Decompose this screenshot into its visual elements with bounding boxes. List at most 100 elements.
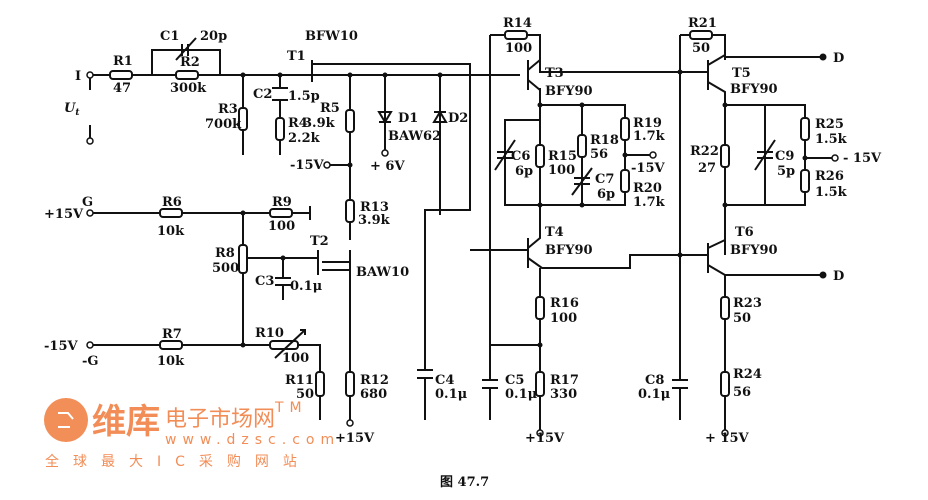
- component-label: 6p: [515, 164, 533, 179]
- component-label: T5: [732, 66, 751, 81]
- label-supply: +15V: [44, 207, 84, 222]
- component-label: 5p: [777, 164, 795, 179]
- component-label: 330: [550, 387, 577, 402]
- component-label: 56: [590, 147, 608, 162]
- resistor-r12: [345, 371, 355, 397]
- resistor-r18: [577, 134, 587, 158]
- component-label: 100: [550, 311, 577, 326]
- terminals: [86, 53, 839, 437]
- capacitor-c5: [482, 379, 498, 389]
- capacitor-c3: [275, 277, 291, 286]
- component-label: BFY90: [545, 84, 593, 99]
- component-label: BFW10: [305, 29, 358, 44]
- component-label: D1: [398, 111, 418, 126]
- component-label: 700k: [205, 117, 242, 132]
- terminal-d-bottom[interactable]: [819, 271, 827, 279]
- terminal-i[interactable]: [86, 71, 94, 79]
- component-label: 0.1μ: [505, 387, 538, 402]
- component-label: R13: [360, 200, 389, 215]
- component-label: R21: [688, 16, 717, 31]
- watermark-circuit-icon: [44, 398, 88, 442]
- resistor-r6: [159, 208, 183, 218]
- label-g: G: [82, 195, 93, 210]
- component-label: 680: [360, 387, 387, 402]
- component-label: T3: [545, 66, 564, 81]
- terminal-d-top[interactable]: [819, 53, 827, 61]
- label-supply: - 15V: [843, 151, 882, 166]
- label-supply: -15V: [290, 158, 324, 173]
- label-d: D: [833, 269, 844, 284]
- resistor-r15: [535, 144, 545, 168]
- component-label: C4: [435, 373, 454, 388]
- component-label: R6: [162, 195, 182, 210]
- component-label: R12: [360, 373, 389, 388]
- component-label: R5: [320, 101, 340, 116]
- component-label: 50: [692, 41, 710, 56]
- resistor-r23: [720, 296, 730, 320]
- label-supply: +15V: [525, 431, 565, 446]
- label-supply: + 15V: [705, 431, 750, 446]
- component-label: R11: [285, 373, 314, 388]
- terminal-neg-g[interactable]: [86, 341, 94, 349]
- component-label: 0.1μ: [290, 279, 323, 294]
- capacitor-c6: [494, 139, 516, 175]
- resistor-r2: [175, 70, 199, 80]
- component-label: R14: [503, 16, 532, 31]
- component-label: R20: [633, 181, 662, 196]
- component-label: R15: [548, 149, 577, 164]
- component-label: C2: [253, 87, 272, 102]
- component-label: www.dzsc.com: [165, 432, 340, 448]
- component-label: 500: [212, 261, 239, 276]
- resistor-r26: [800, 169, 810, 193]
- component-label: U: [64, 101, 76, 116]
- capacitor-c4: [417, 369, 433, 379]
- component-label: R24: [733, 367, 762, 382]
- terminal-g[interactable]: [86, 209, 94, 217]
- component-label: C1: [160, 29, 179, 44]
- component-label: R10: [255, 326, 284, 341]
- component-label: R8: [215, 246, 235, 261]
- component-label: 56: [733, 385, 751, 400]
- component-label: R26: [815, 169, 844, 184]
- resistor-r22: [720, 144, 730, 168]
- label-supply: -15V: [631, 161, 665, 176]
- label-supply: +15V: [335, 431, 375, 446]
- resistor-r11: [315, 371, 325, 397]
- label-supply: + 6V: [370, 159, 405, 174]
- labels: I Ut G +15V -15V -G D D -15V + 6V -15V -…: [44, 16, 882, 490]
- label-neg-g: -G: [82, 354, 99, 369]
- component-label: R7: [162, 327, 182, 342]
- component-label: 10k: [157, 224, 185, 239]
- component-label: 20p: [200, 29, 227, 44]
- junction-dots: [240, 69, 808, 348]
- component-label: T6: [735, 225, 754, 240]
- resistor-r14: [504, 30, 528, 40]
- resistor-r5: [345, 109, 355, 133]
- resistor-r3: [238, 107, 248, 131]
- component-label: R16: [550, 296, 579, 311]
- component-label: BFY90: [545, 243, 593, 258]
- component-label: 100: [548, 163, 575, 178]
- resistor-r7: [159, 340, 183, 350]
- watermark-logo: 维库 电子市场网 TM www.dzsc.com 全球最大IC采购网站: [44, 398, 340, 470]
- resistors: [109, 30, 810, 397]
- component-label: R22: [690, 144, 719, 159]
- component-label: 100: [505, 41, 532, 56]
- component-label: 6p: [597, 187, 615, 202]
- label-ut: Ut: [64, 101, 80, 118]
- component-label: R18: [590, 133, 619, 148]
- component-label: D2: [448, 111, 468, 126]
- label-d: D: [833, 51, 844, 66]
- component-label: C6: [511, 149, 530, 164]
- component-label: C8: [645, 373, 664, 388]
- component-label: 47: [113, 81, 131, 96]
- component-label: R3: [218, 102, 238, 117]
- component-label: C7: [595, 172, 614, 187]
- component-label: 3.9k: [358, 213, 391, 228]
- component-label: t: [75, 108, 80, 118]
- diode-d1: [377, 111, 393, 124]
- component-label: R19: [633, 116, 662, 131]
- figure-caption: 图 47.7: [440, 475, 489, 490]
